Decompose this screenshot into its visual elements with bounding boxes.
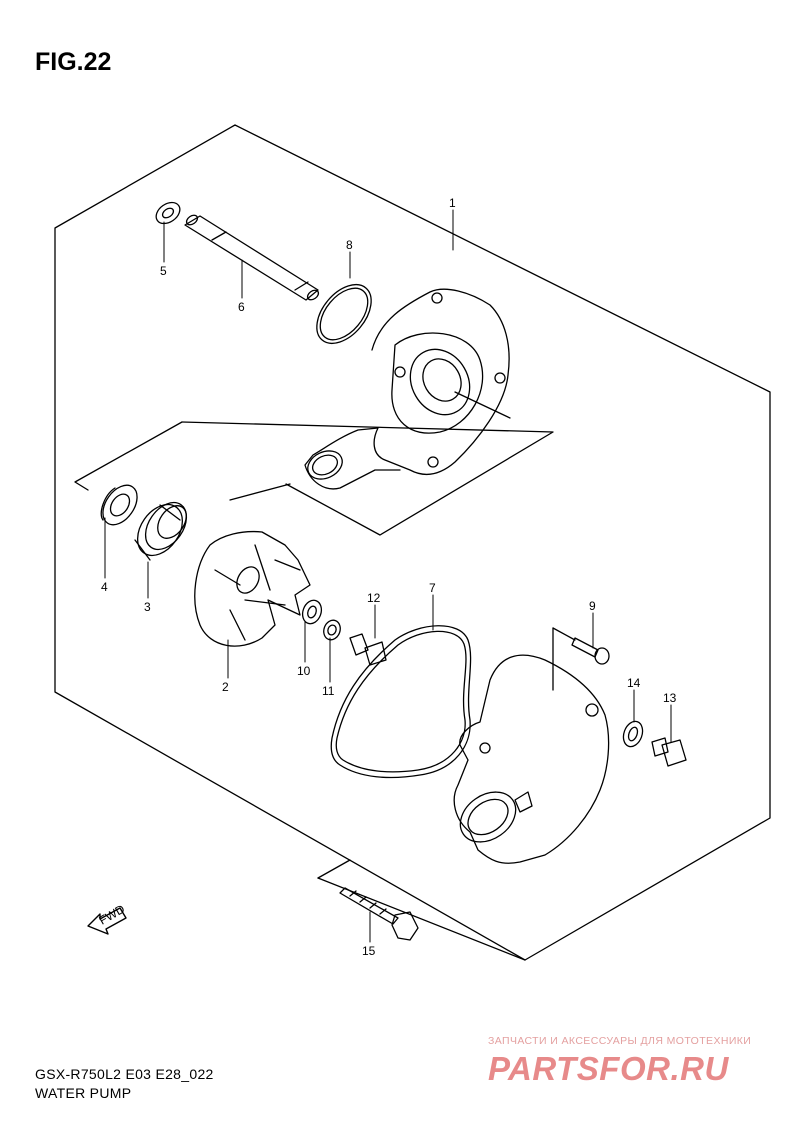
callout-12: 12: [367, 591, 381, 605]
bolt-part-13[interactable]: [651, 737, 687, 767]
washer-part-10[interactable]: [299, 598, 324, 627]
callout-labels: 1 2 3 4 5 6 7 8 9 10 11 12 13 14 15: [101, 196, 677, 958]
callout-15: 15: [362, 944, 376, 958]
watermark-logo: PARTSFOR.RU: [488, 1050, 729, 1087]
callout-6: 6: [238, 300, 245, 314]
washer-part-5[interactable]: [152, 198, 184, 228]
callout-11: 11: [322, 684, 335, 698]
callout-8: 8: [346, 238, 353, 252]
watermark-tagline: ЗАПЧАСТИ И АКСЕССУАРЫ ДЛЯ МОТОТЕХНИКИ: [488, 1035, 752, 1047]
callout-14: 14: [627, 676, 641, 690]
fwd-arrow-icon: FWD: [87, 902, 128, 935]
impeller-part-2[interactable]: [194, 530, 311, 647]
figure-title: FIG.22: [35, 48, 112, 76]
screw-part-9[interactable]: [571, 637, 610, 665]
callout-10: 10: [297, 664, 311, 678]
gasket-part-7[interactable]: [330, 625, 472, 779]
callout-3: 3: [144, 600, 151, 614]
callout-4: 4: [101, 580, 108, 594]
assembly-frame: [54, 124, 771, 961]
bolt-frame: [317, 859, 526, 961]
pump-cover[interactable]: [451, 627, 610, 864]
leader-lines: [104, 209, 672, 943]
callout-5: 5: [160, 264, 167, 278]
mechanical-seal-part-4[interactable]: [96, 479, 144, 531]
subassembly-frame: [74, 421, 554, 536]
fwd-label: FWD: [97, 902, 128, 928]
o-ring-part-8[interactable]: [306, 274, 382, 353]
washer-part-11[interactable]: [321, 618, 343, 642]
washer-part-14[interactable]: [620, 719, 646, 750]
seal-part-3[interactable]: [128, 495, 194, 564]
model-code: GSX-R750L2 E03 E28_022: [35, 1066, 214, 1082]
callout-7: 7: [429, 581, 436, 595]
bolt-part-12[interactable]: [349, 633, 387, 666]
pump-case-part-1[interactable]: [303, 288, 511, 490]
callout-13: 13: [663, 691, 677, 705]
section-name: WATER PUMP: [35, 1085, 132, 1101]
callout-1: 1: [449, 196, 456, 210]
callout-2: 2: [222, 680, 229, 694]
bolt-part-15[interactable]: [339, 887, 419, 941]
callout-9: 9: [589, 599, 596, 613]
impeller-shaft-part-6[interactable]: [184, 213, 320, 301]
